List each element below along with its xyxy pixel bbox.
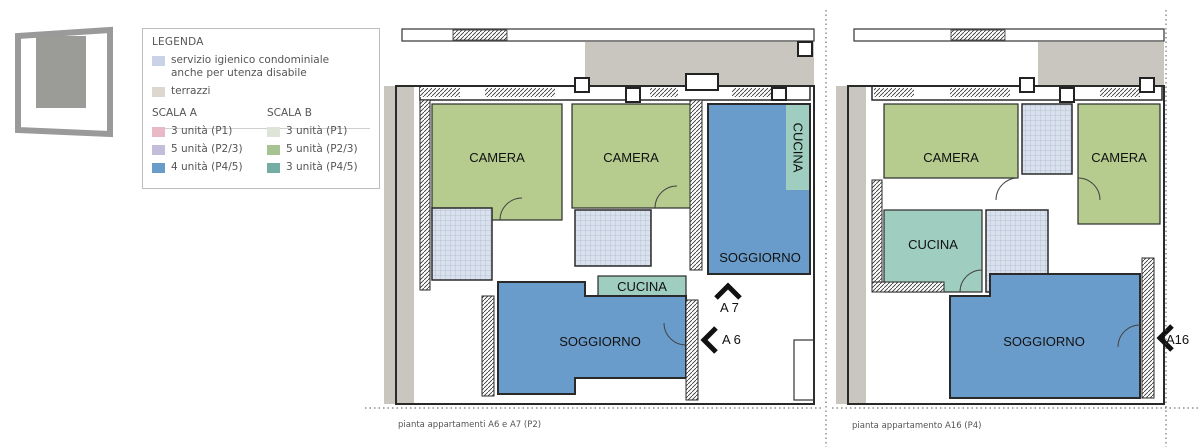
- scala-a-item: 4 unità (P4/5): [152, 161, 243, 174]
- swatch: [152, 127, 165, 137]
- swatch: [267, 145, 280, 155]
- scala-b-item-label: 3 unità (P1): [286, 125, 348, 137]
- a7-arrow-icon: [714, 282, 742, 300]
- service-swatch: [152, 56, 165, 66]
- apartment-marker-a7: A 7: [720, 300, 739, 315]
- room-label-cucina: CUCINA: [908, 237, 958, 252]
- swatch: [267, 127, 280, 137]
- scala-a-item: 3 unità (P1): [152, 125, 232, 138]
- legend-service-row: servizio igienico condominiale anche per…: [152, 54, 372, 80]
- plan-right-caption: pianta appartamento A16 (P4): [852, 421, 982, 431]
- service-label: servizio igienico condominiale anche per…: [171, 54, 330, 79]
- terraces-label: terrazzi: [171, 85, 211, 97]
- plan-right-drawing: [832, 10, 1200, 447]
- scala-a-item-label: 4 unità (P4/5): [171, 161, 243, 173]
- a16-arrow-icon: [1156, 324, 1174, 352]
- scala-b-item: 3 unità (P4/5): [267, 161, 358, 174]
- legend-divider: [152, 128, 370, 129]
- apartment-marker-a6: A 6: [722, 332, 741, 347]
- swatch: [152, 163, 165, 173]
- room-label-cucina: CUCINA: [790, 122, 806, 173]
- terraces-swatch: [152, 87, 165, 97]
- key-plan-outline: [15, 26, 113, 138]
- key-plan: [15, 26, 113, 138]
- scala-a-item-label: 3 unità (P1): [171, 125, 233, 137]
- a6-arrow-icon: [700, 326, 718, 354]
- room-label-camera: CAMERA: [1091, 150, 1147, 165]
- scala-b-item-label: 5 unità (P2/3): [286, 143, 358, 155]
- key-plan-block: [36, 36, 86, 108]
- scala-b-item-label: 3 unità (P4/5): [286, 161, 358, 173]
- scala-b-item: 5 unità (P2/3): [267, 143, 358, 156]
- room-label-camera: CAMERA: [603, 150, 659, 165]
- scala-a-item-label: 5 unità (P2/3): [171, 143, 243, 155]
- plan-left-caption: pianta appartamenti A6 e A7 (P2): [398, 420, 542, 430]
- room-label-soggiorno: SOGGIORNO: [719, 250, 801, 265]
- room-label-soggiorno: SOGGIORNO: [1003, 334, 1085, 349]
- room-label-cucina: CUCINA: [617, 279, 667, 294]
- legend-title: LEGENDA: [152, 36, 204, 48]
- legend-terraces-row: terrazzi: [152, 85, 210, 98]
- scala-b-title: SCALA B: [267, 107, 312, 119]
- room-label-camera: CAMERA: [469, 150, 525, 165]
- room-label-soggiorno: SOGGIORNO: [559, 334, 641, 349]
- scala-a-item: 5 unità (P2/3): [152, 143, 243, 156]
- scala-b-item: 3 unità (P1): [267, 125, 347, 138]
- scala-a-title: SCALA A: [152, 107, 197, 119]
- plan-left-drawing: [365, 10, 827, 447]
- apartment-marker-a16: A16: [1166, 332, 1190, 347]
- swatch: [152, 145, 165, 155]
- legend-panel: LEGENDA servizio igienico condominiale a…: [142, 28, 380, 189]
- room-label-camera: CAMERA: [923, 150, 979, 165]
- swatch: [267, 163, 280, 173]
